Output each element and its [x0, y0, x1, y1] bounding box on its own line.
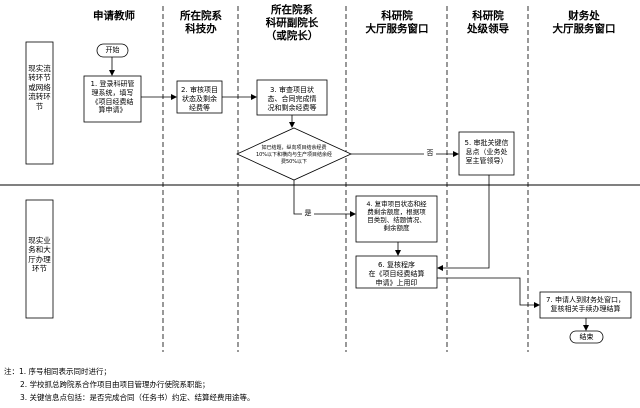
edge-label-yes: 是: [302, 209, 314, 218]
start-node: [96, 43, 129, 58]
note-1: 注：1. 序号相同表示同时进行；: [4, 367, 112, 376]
step5-box: [458, 131, 515, 176]
column-header-teacher: 申请教师: [93, 10, 135, 22]
start-label: 开始: [105, 46, 120, 54]
note-3: 3. 关键信息点包括：是否完成合同（任务书）约定、结算经费用途等。: [20, 393, 255, 402]
step1-label: 1. 登录科研管 理系统，填写 《项目经费结 算申请》: [90, 80, 135, 115]
end-node: [569, 330, 604, 344]
step7-label: 7. 申请人到财务处窗口， 复核相关手续办理结算: [546, 296, 625, 313]
step7-box: [539, 291, 632, 319]
step2-label: 2. 审核项目 状态及剩余 经费等: [181, 86, 218, 112]
end-label: 结束: [579, 333, 594, 341]
column-dividers: [162, 6, 529, 352]
edge-label-no: 否: [424, 149, 436, 158]
step5-label: 5. 审批关键信 息点（业务处 室主管领导）: [464, 139, 509, 165]
lane-label-offline: 现实业 务和大 厅办理 环节: [28, 236, 51, 274]
step4-box: [355, 195, 438, 243]
connectors: [109, 57, 589, 331]
step6-box: [355, 255, 438, 289]
column-header-research-leader: 科研院 处级领导: [467, 10, 509, 36]
step2-box: [176, 80, 223, 114]
column-header-research-window: 科研院 大厅服务窗口: [365, 10, 429, 36]
step6-label: 6. 复核程序 在《项目经费结算 申请》上用印: [368, 261, 425, 287]
note-2: 2. 学校抓总跨院系合作项目由项目管理办行使院系职能；: [20, 380, 210, 389]
lane-box-offline: [25, 199, 54, 319]
lane-box-online: [25, 41, 54, 165]
column-header-vice-dean: 所在院系 科研副院长 （或院长）: [265, 4, 319, 43]
column-header-dept-office: 所在院系 科技办: [180, 10, 222, 36]
step4-label: 4. 复审项目状态和经 费剩余额度，根据项 目类别、结题情况、 剩余额度: [366, 200, 427, 233]
lane-label-online: 现实流 转环节 或网络 流转环 节: [28, 64, 51, 111]
decision-label: 如已结题，纵向项目结余经费 10%以下和横向与生产项目结余经 费50%以下: [255, 145, 333, 165]
column-header-finance-window: 财务处 大厅服务窗口: [552, 10, 616, 36]
step3-label: 3. 审查项目状 态、合同完成情 况和剩余经费等: [267, 86, 317, 112]
step1-box: [83, 75, 142, 123]
